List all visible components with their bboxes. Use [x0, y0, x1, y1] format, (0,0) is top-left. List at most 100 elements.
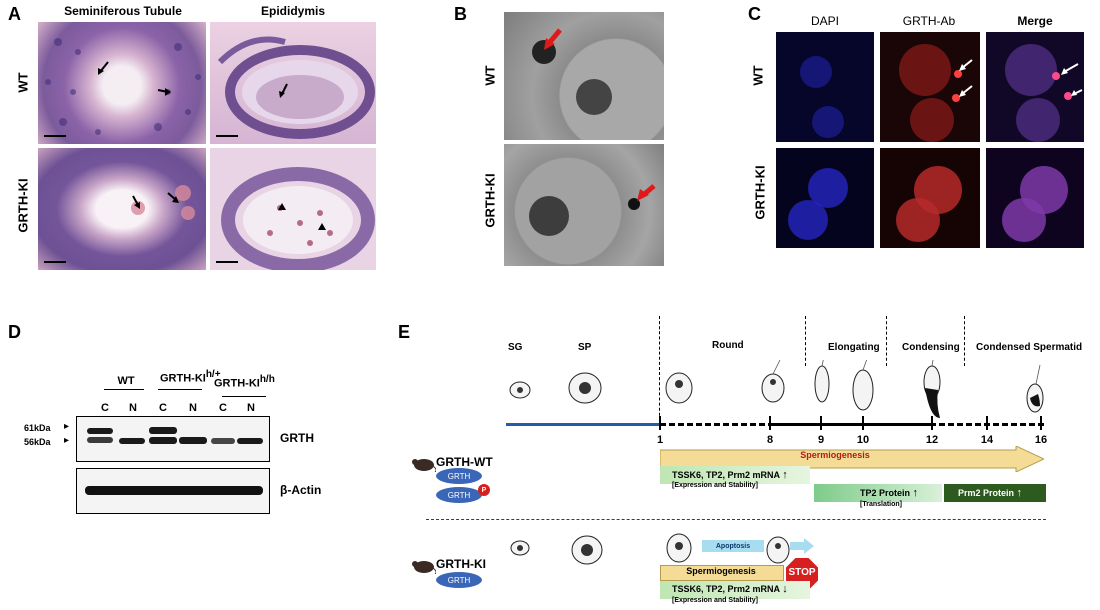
ki-cell-drawings	[510, 533, 790, 565]
timeline-solid-2	[870, 423, 932, 426]
grth-ab-wt-image	[880, 32, 980, 142]
blot-group-wt: WT	[117, 375, 135, 387]
translation-label: [Translation]	[860, 501, 903, 508]
tp2-label: TP2 Protein ↑	[860, 487, 919, 499]
tick-16	[1040, 416, 1042, 430]
he-epididymis-wt-image	[210, 22, 376, 144]
spermiogenesis-label-wt: Spermiogenesis	[800, 450, 870, 460]
spermiogenesis-label-ki: Spermiogenesis	[686, 566, 756, 576]
stage-condensed: Condensed Spermatid	[976, 342, 1083, 353]
wt-label: GRTH-WT	[436, 455, 493, 469]
he-texture	[44, 38, 201, 137]
phospho-badge: P	[478, 484, 490, 496]
prm2-bar	[944, 484, 1046, 502]
grth-wt-oval: GRTH	[436, 468, 482, 484]
exp-stab-ki: [Expression and Stability]	[672, 597, 758, 604]
stage-divider-1	[659, 316, 660, 426]
mouse-ki-icon	[412, 561, 436, 574]
step-10: 10	[856, 434, 870, 446]
panel-e-label: E	[398, 322, 411, 342]
mw-61-arrow: ▸	[64, 421, 70, 432]
he-seminiferous-wt-image	[38, 22, 206, 144]
em-wt-image	[504, 12, 664, 140]
lane-1: C	[101, 402, 109, 414]
spermiogenesis-bar-ki	[660, 565, 784, 581]
stage-round: Round	[712, 340, 744, 351]
step-8: 8	[766, 434, 774, 446]
prm2-label: Prm2 Protein ↑	[958, 487, 1023, 499]
blot-grth-label: GRTH	[280, 431, 314, 445]
tick-8	[769, 416, 771, 430]
dapi-ki-image	[776, 148, 874, 248]
step-14: 14	[980, 434, 994, 446]
cell-drawings	[509, 360, 1044, 418]
step-16: 16	[1034, 434, 1048, 446]
merge-ki-image	[986, 148, 1084, 248]
he-epididymis-ki-image	[210, 148, 376, 270]
apoptosis-bar: Apoptosis	[702, 540, 764, 552]
mw-56: 56kDa	[24, 437, 51, 447]
panel-d-label: D	[8, 322, 21, 342]
panel-a-col2-header: Epididymis	[260, 4, 325, 18]
mrna-bar-ki	[660, 581, 810, 599]
tick-12	[931, 416, 933, 430]
panel-c-col2-header: GRTH-Ab	[902, 14, 956, 28]
step-1: 1	[656, 434, 664, 446]
panel-a-row2-label: GRTH-KI	[15, 178, 31, 233]
panel-c-label: C	[748, 4, 761, 24]
ki-label: GRTH-KI	[436, 557, 486, 571]
mw-56-arrow: ▸	[64, 435, 70, 446]
apoptosis-arrow	[790, 538, 814, 554]
panel-b-row1-label: WT	[482, 65, 498, 86]
blot-actin-label: β-Actin	[280, 483, 322, 497]
step-9: 9	[817, 434, 825, 446]
tick-9	[820, 416, 822, 430]
em-ki-image	[504, 144, 664, 266]
stage-condensing: Condensing	[902, 342, 960, 353]
stage-divider-4	[964, 316, 965, 366]
panel-c-col3-header: Merge	[1017, 14, 1053, 28]
step-12: 12	[925, 434, 939, 446]
dapi-wt-image	[776, 32, 874, 142]
panel-a-col1-header: Seminiferous Tubule	[64, 4, 182, 18]
panel-c-row2-label: GRTH-KI	[752, 165, 768, 220]
tp2-bar	[814, 484, 942, 502]
panel-a-label: A	[8, 4, 21, 24]
lane-4: N	[189, 402, 197, 414]
lane-5: C	[219, 402, 227, 414]
tick-10	[862, 416, 864, 430]
mrna-label-wt: TSSK6, TP2, Prm2 mRNA ↑	[672, 469, 788, 481]
stop-sign-label: STOP	[788, 567, 816, 578]
mouse-wt-icon	[412, 459, 436, 472]
panel-a-row1-label: WT	[15, 72, 31, 93]
mw-61: 61kDa	[24, 423, 51, 433]
panel-c-col1-header: DAPI	[810, 14, 839, 28]
lane-3: C	[159, 402, 167, 414]
panel-b-label: B	[454, 4, 467, 24]
blot-group-ki-hom-line	[222, 396, 266, 397]
stage-elongating: Elongating	[828, 342, 880, 353]
blot-actin	[76, 468, 270, 514]
exp-stab-wt: [Expression and Stability]	[672, 482, 758, 489]
blot-group-ki-het-line	[158, 389, 202, 390]
blot-grth	[76, 416, 270, 462]
row-divider	[426, 519, 1046, 520]
lane-2: N	[129, 402, 137, 414]
blot-group-ki-het: GRTH-KIh/+	[160, 369, 221, 385]
grth-ki-oval: GRTH	[436, 572, 482, 588]
mrna-bar-wt	[660, 466, 810, 484]
panel-c-row1-label: WT	[750, 65, 766, 86]
grth-wt-phospho-oval: GRTH	[436, 487, 482, 503]
lane-6: N	[247, 402, 255, 414]
grth-ab-ki-image	[880, 148, 980, 248]
tick-1	[659, 416, 661, 430]
timeline-pre	[506, 423, 660, 426]
stage-sg: SG	[508, 342, 523, 353]
merge-wt-image	[986, 32, 1084, 142]
he-seminiferous-ki-image	[38, 148, 206, 270]
blot-group-ki-hom: GRTH-KIh/h	[214, 374, 275, 390]
stage-divider-3	[886, 316, 887, 366]
stage-divider-2	[805, 316, 806, 366]
stage-sp: SP	[578, 342, 592, 353]
tick-14	[986, 416, 988, 430]
